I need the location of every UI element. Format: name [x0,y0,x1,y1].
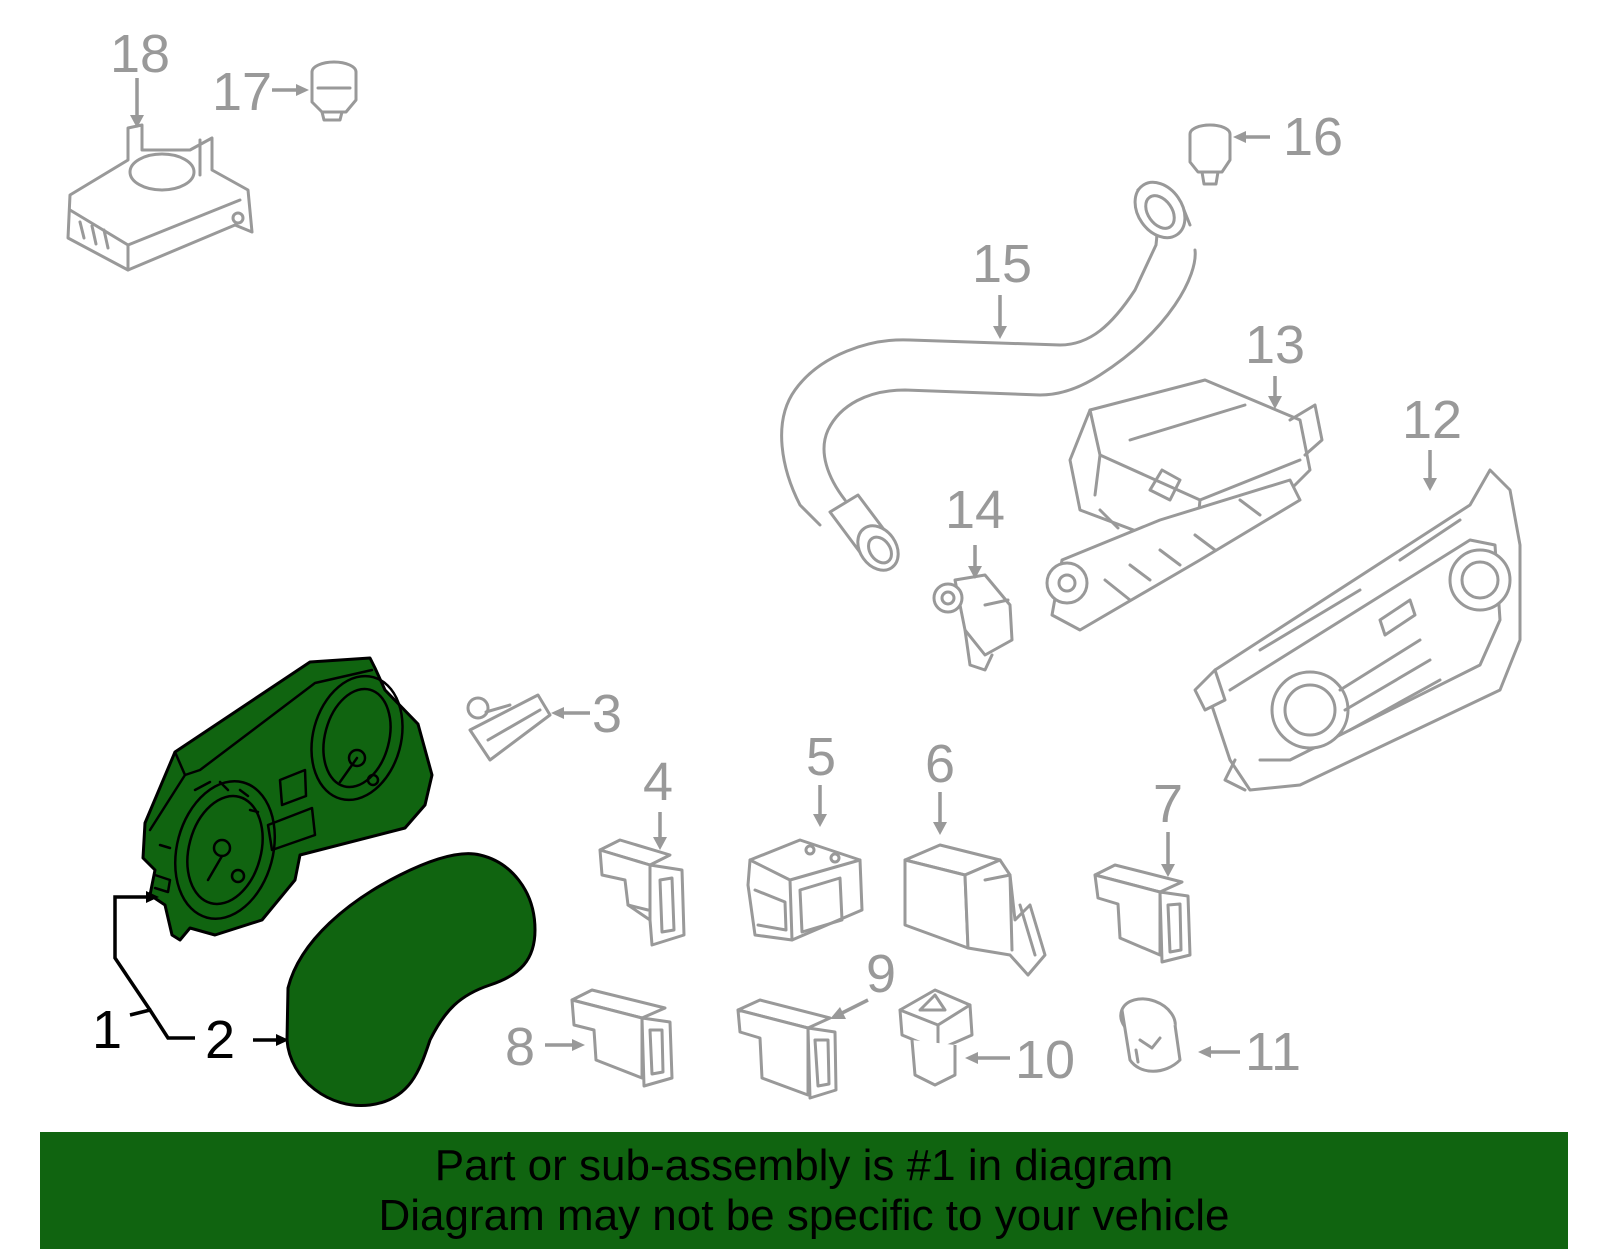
part-17-clip[interactable] [310,60,358,122]
disclaimer-banner: Part or sub-assembly is #1 in diagram Di… [40,1132,1568,1249]
callout-17[interactable]: 17 [212,62,272,122]
callout-13[interactable]: 13 [1245,315,1305,375]
part-2-lens[interactable] [285,852,537,1108]
callout-16[interactable]: 16 [1283,107,1343,167]
part-10-hazard-switch[interactable] [898,988,974,1087]
part-11-knob[interactable] [1115,992,1182,1073]
part-14-sensor[interactable] [932,573,1014,672]
callout-10[interactable]: 10 [1015,1030,1075,1090]
callout-3[interactable]: 3 [592,684,622,744]
part-4-switch[interactable] [598,838,686,947]
part-6-switch[interactable] [903,843,1047,977]
part-5-switch-module[interactable] [746,838,864,942]
callout-labels: 18 17 16 15 13 12 14 3 4 5 6 7 8 9 10 11… [92,24,1462,1090]
part-15-hose[interactable] [780,173,1197,578]
callout-8[interactable]: 8 [505,1017,535,1077]
part-7-switch[interactable] [1093,863,1192,964]
banner-line-part-note: Part or sub-assembly is #1 in diagram [434,1140,1174,1190]
callout-2[interactable]: 2 [205,1010,235,1070]
banner-line-vehicle-note: Diagram may not be specific to your vehi… [378,1190,1230,1240]
part-13-control-module[interactable] [1045,378,1324,632]
part-1-instrument-cluster[interactable] [141,656,434,942]
part-12-climate-panel[interactable] [1193,468,1522,792]
part-18-bracket[interactable] [66,123,254,272]
callout-4[interactable]: 4 [643,752,673,812]
callout-18[interactable]: 18 [110,24,170,84]
callout-15[interactable]: 15 [972,234,1032,294]
callout-14[interactable]: 14 [945,480,1005,540]
callout-1[interactable]: 1 [92,1000,122,1060]
callout-5[interactable]: 5 [806,727,836,787]
callout-7[interactable]: 7 [1153,774,1183,834]
part-8-switch[interactable] [570,988,674,1088]
part-16-clip[interactable] [1188,123,1232,186]
part-9-switch[interactable] [736,998,838,1100]
callout-9[interactable]: 9 [866,944,896,1004]
callout-12[interactable]: 12 [1402,390,1462,450]
part-3-socket[interactable] [466,693,552,762]
callout-6[interactable]: 6 [925,734,955,794]
leader-lines [113,78,1437,1064]
callout-11[interactable]: 11 [1245,1022,1301,1082]
